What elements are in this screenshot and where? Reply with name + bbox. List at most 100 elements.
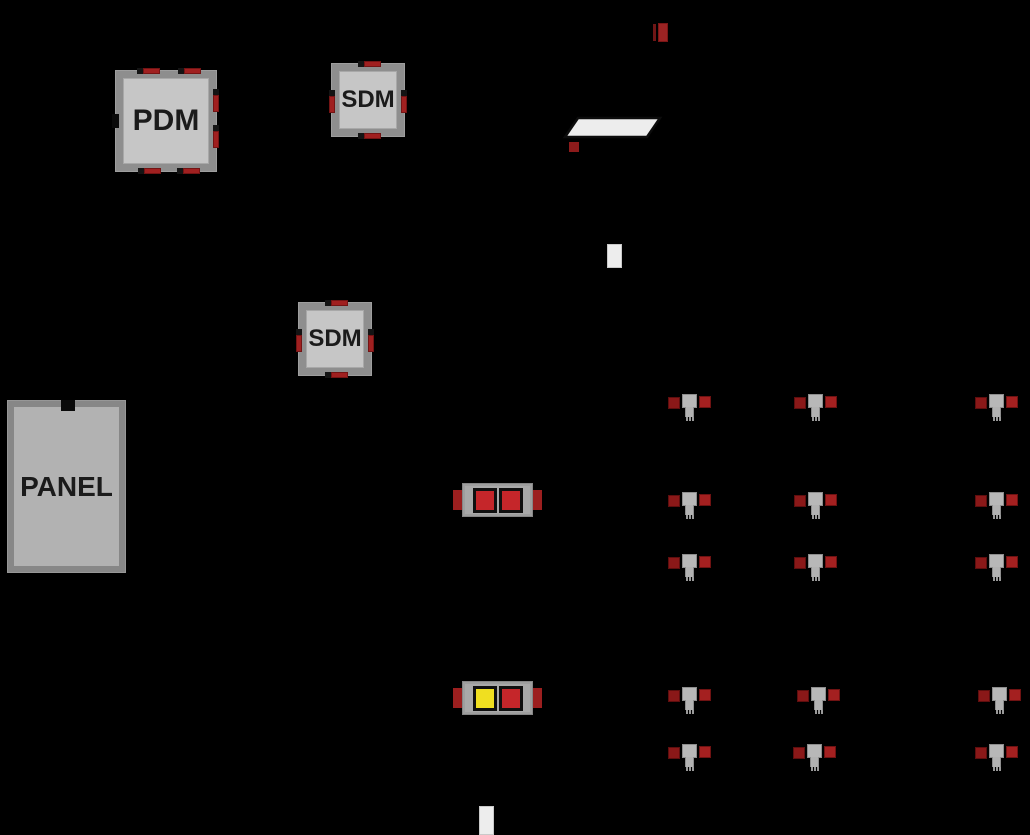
red-connector-square bbox=[658, 23, 668, 42]
tee-body bbox=[989, 492, 1004, 506]
tee-body bbox=[808, 394, 823, 408]
parallelogram-shape bbox=[562, 116, 663, 139]
tee-terminal-left bbox=[668, 397, 680, 409]
red-connector-bar bbox=[653, 24, 656, 41]
tee-stem bbox=[814, 700, 823, 710]
port-black-segment bbox=[358, 133, 364, 139]
io-module bbox=[453, 681, 542, 716]
module-sdm-1: SDM bbox=[329, 61, 407, 139]
port-black-segment bbox=[213, 88, 219, 95]
port-bottom bbox=[325, 372, 348, 378]
port-red-segment bbox=[368, 335, 374, 352]
tee-body bbox=[682, 744, 697, 758]
module-sdm-1-label: SDM bbox=[341, 86, 395, 113]
port-red-segment bbox=[364, 61, 381, 67]
tee-body bbox=[682, 687, 697, 701]
tee-device bbox=[975, 743, 1019, 771]
port-red-segment bbox=[183, 168, 201, 174]
port-bottom bbox=[177, 168, 201, 174]
tee-terminal-right bbox=[699, 556, 711, 568]
white-tag-bottom bbox=[479, 806, 494, 835]
tee-terminal-right bbox=[825, 396, 837, 408]
port-black-segment bbox=[137, 168, 144, 174]
tee-terminal-left bbox=[793, 747, 805, 759]
tee-terminal-left bbox=[797, 690, 809, 702]
tee-terminal-right bbox=[1009, 689, 1021, 701]
port-black-segment bbox=[325, 372, 331, 378]
tee-terminal-right bbox=[828, 689, 840, 701]
io-side-tab-left bbox=[453, 490, 462, 510]
port-left bbox=[329, 90, 335, 113]
module-pdm-face: PDM bbox=[123, 78, 209, 164]
module-sdm-2-face: SDM bbox=[306, 310, 364, 368]
port-red-segment bbox=[401, 96, 407, 113]
port-black-segment bbox=[296, 329, 302, 335]
tee-device bbox=[668, 686, 712, 714]
io-indicator-yellow bbox=[473, 686, 497, 711]
tee-body bbox=[989, 394, 1004, 408]
tee-stem bbox=[992, 757, 1001, 767]
tee-body bbox=[682, 492, 697, 506]
io-side-tab-right bbox=[533, 490, 542, 510]
tee-device bbox=[794, 491, 838, 519]
port-black-segment bbox=[329, 90, 335, 96]
white-tag-mid bbox=[607, 244, 622, 268]
tee-body bbox=[808, 492, 823, 506]
port-bottom bbox=[358, 133, 381, 139]
port-black-segment bbox=[358, 61, 364, 67]
io-side-tab-right bbox=[533, 688, 542, 708]
io-module bbox=[453, 483, 542, 518]
tee-stem bbox=[685, 505, 694, 515]
module-sdm-2: SDM bbox=[296, 300, 374, 378]
tee-terminal-left bbox=[668, 690, 680, 702]
tee-body bbox=[811, 687, 826, 701]
port-red-segment bbox=[213, 131, 219, 149]
io-indicator-red bbox=[499, 488, 523, 513]
tee-pins bbox=[686, 767, 688, 771]
tee-terminal-right bbox=[699, 396, 711, 408]
port-red-segment bbox=[184, 68, 202, 74]
tee-pins bbox=[812, 417, 814, 421]
tee-device bbox=[668, 553, 712, 581]
module-sdm-1-face: SDM bbox=[339, 71, 397, 129]
port-red-segment bbox=[296, 335, 302, 352]
port-bottom bbox=[137, 168, 161, 174]
tee-stem bbox=[810, 757, 819, 767]
tee-pins bbox=[686, 417, 688, 421]
port-black-segment bbox=[177, 168, 184, 174]
tee-body bbox=[808, 554, 823, 568]
tee-stem bbox=[685, 700, 694, 710]
tee-pins bbox=[993, 515, 995, 519]
tee-pins bbox=[686, 577, 688, 581]
tee-terminal-right bbox=[1006, 746, 1018, 758]
red-connector-marker bbox=[653, 23, 669, 42]
module-pdm-label: PDM bbox=[132, 104, 200, 137]
tee-terminal-left bbox=[794, 495, 806, 507]
tee-device bbox=[975, 491, 1019, 519]
panel-face: PANEL bbox=[14, 407, 119, 566]
panel-notch bbox=[61, 400, 75, 411]
tee-terminal-left bbox=[794, 397, 806, 409]
tee-terminal-right bbox=[699, 746, 711, 758]
module-pdm: PDM bbox=[112, 68, 219, 174]
tee-pins bbox=[996, 710, 998, 714]
port-red-segment bbox=[213, 94, 219, 112]
io-side-tab-left bbox=[453, 688, 462, 708]
tee-terminal-right bbox=[824, 746, 836, 758]
tee-terminal-left bbox=[794, 557, 806, 569]
port-red-segment bbox=[331, 372, 348, 378]
port-black-segment bbox=[368, 329, 374, 335]
tee-pins bbox=[993, 577, 995, 581]
tee-terminal-right bbox=[699, 494, 711, 506]
port-black-segment bbox=[401, 90, 407, 96]
tee-body bbox=[992, 687, 1007, 701]
panel-label: PANEL bbox=[20, 470, 113, 502]
tee-stem bbox=[811, 567, 820, 577]
port-red-segment bbox=[364, 133, 381, 139]
tee-pins bbox=[993, 767, 995, 771]
tee-body bbox=[989, 554, 1004, 568]
tee-device bbox=[794, 553, 838, 581]
port-left bbox=[296, 329, 302, 352]
port-top bbox=[136, 68, 160, 74]
